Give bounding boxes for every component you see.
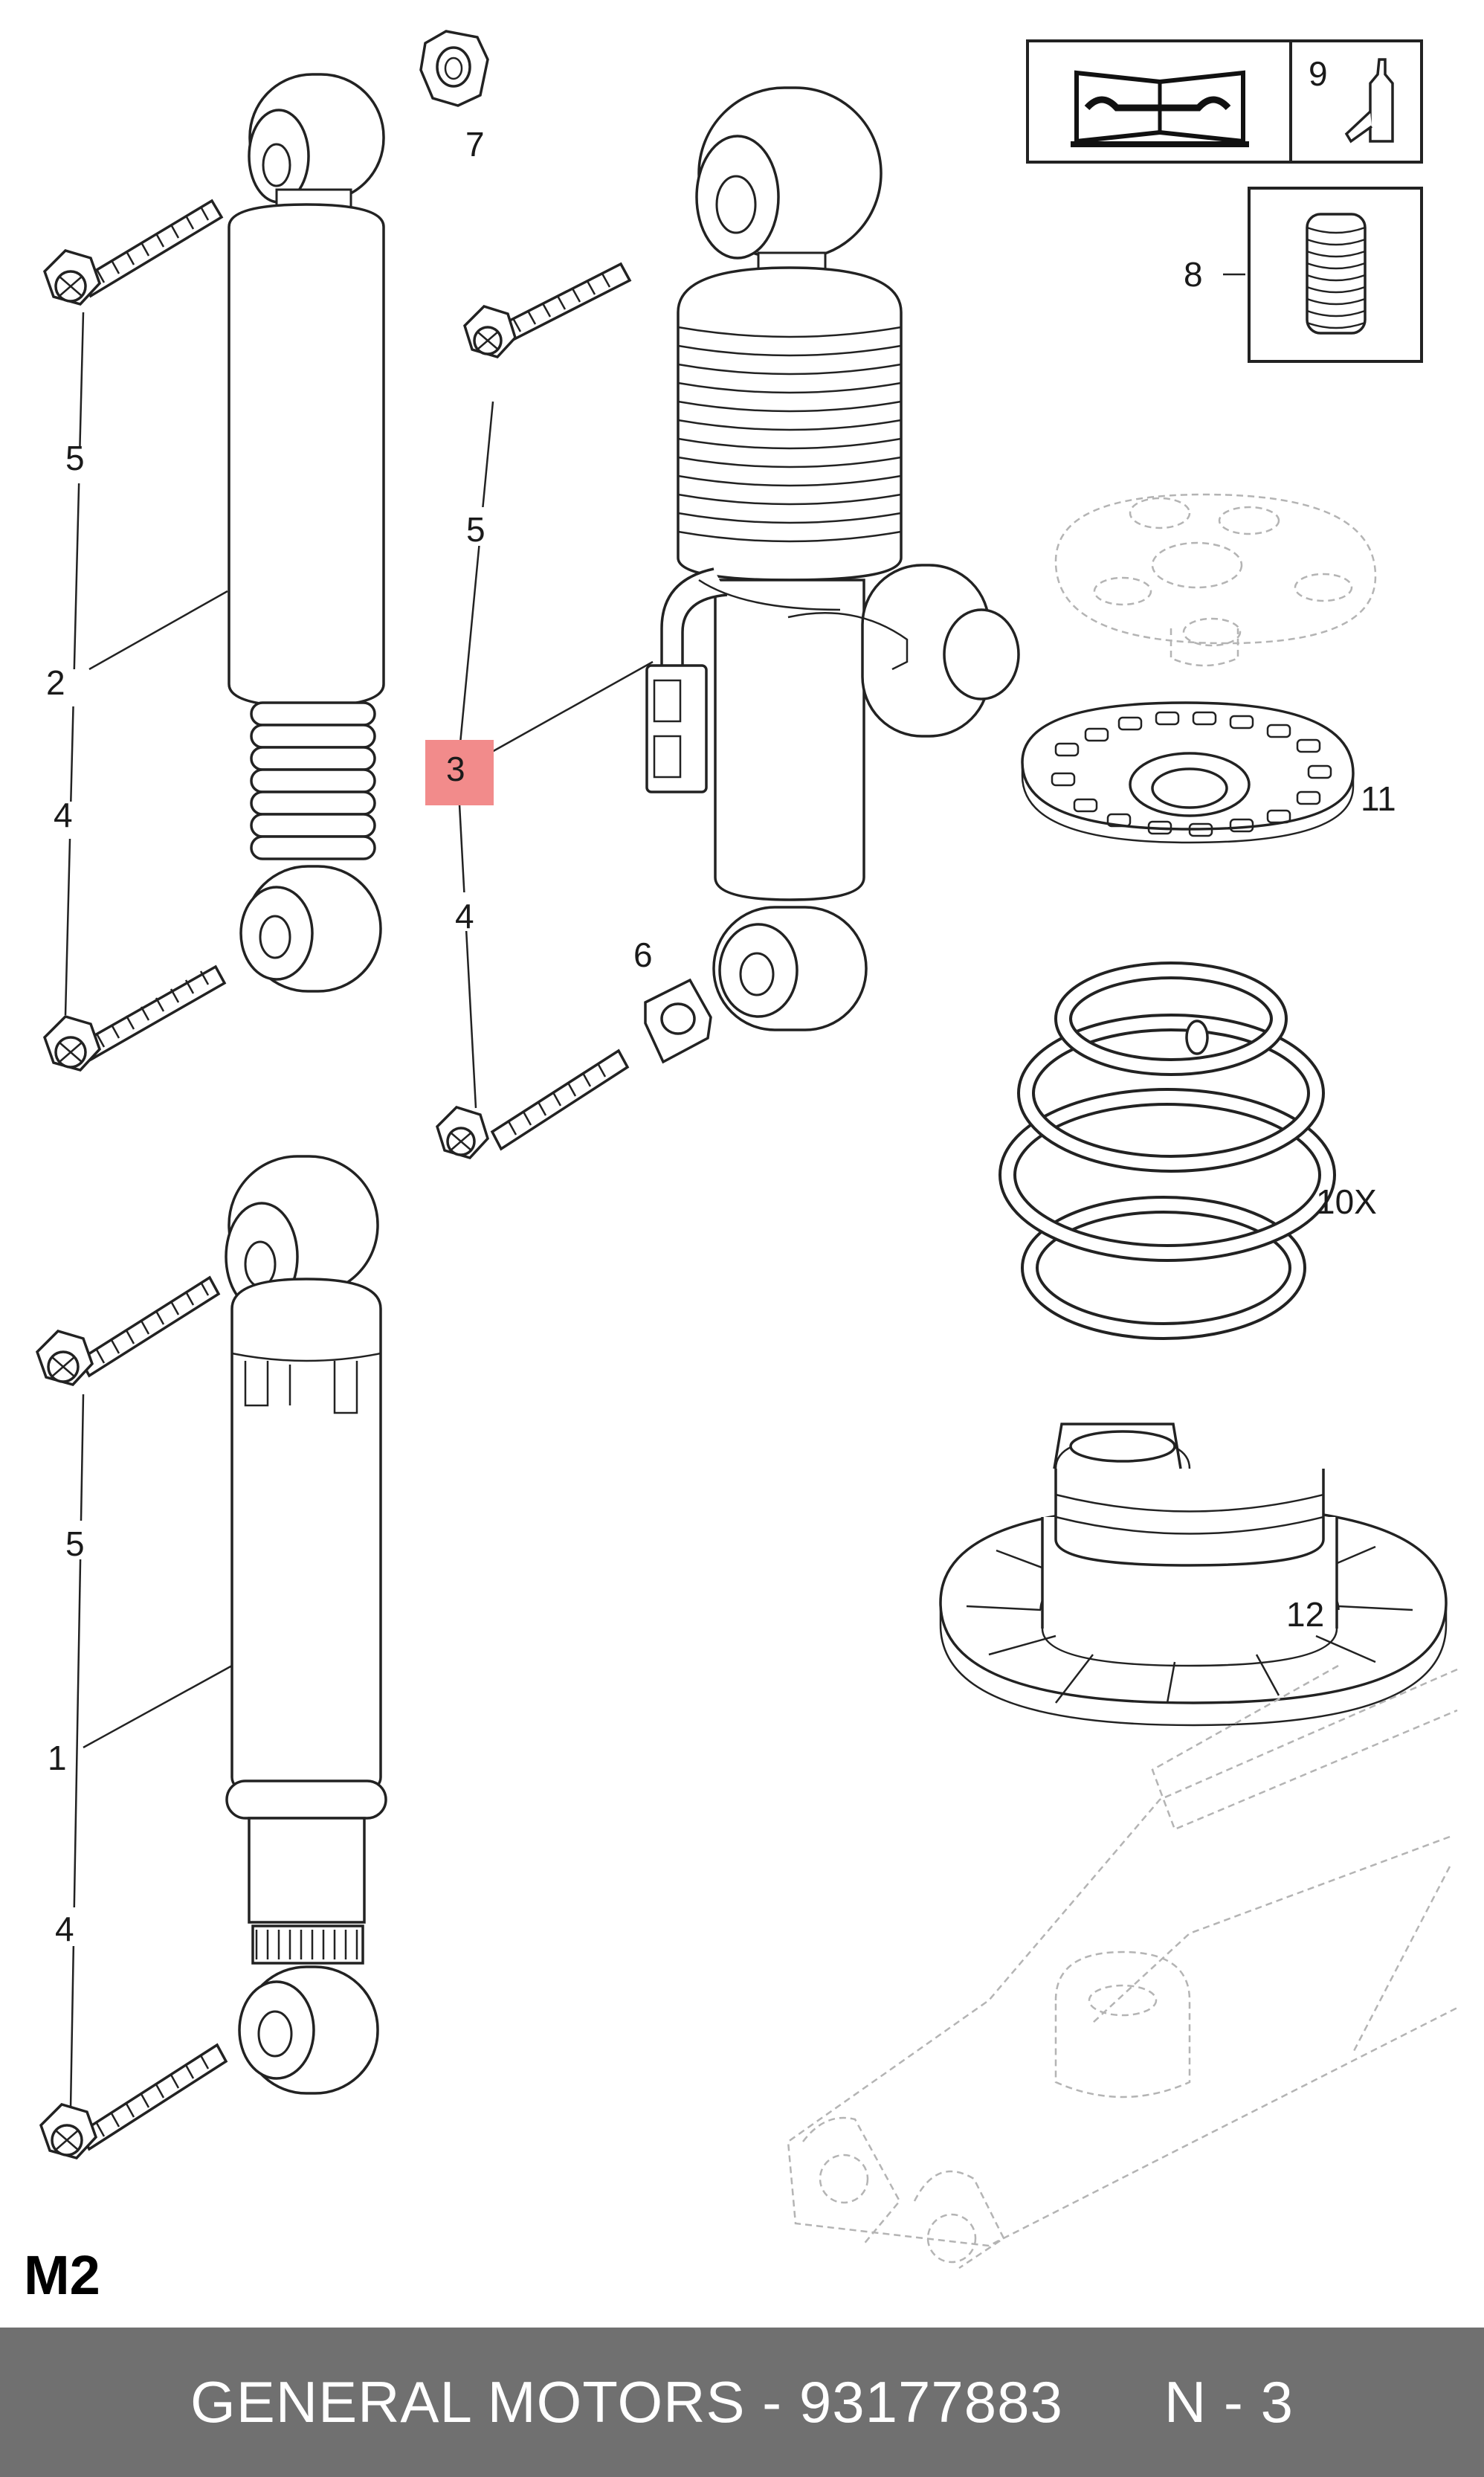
callout-11: 11 — [1361, 779, 1396, 818]
spring-seat-part — [1021, 701, 1355, 844]
callout-9: 9 — [1309, 54, 1328, 93]
callout-5-left-lower: 5 — [65, 1524, 85, 1563]
callout-2-text: 2 — [46, 663, 65, 702]
footer-text: GENERAL MOTORS - 93177883 N - 3 — [190, 2368, 1294, 2436]
parts-diagram: 9 8 7 — [24, 30, 1458, 2306]
footer-page-ref: N - 3 — [1164, 2369, 1294, 2435]
callout-4-left-upper-text: 4 — [54, 796, 73, 834]
bump-stop-part — [939, 1423, 1448, 1727]
callout-7: 7 — [465, 125, 485, 164]
footer-separator: - — [745, 2369, 799, 2435]
shock-absorber-1 — [225, 1155, 387, 2095]
spring-pad-box — [1223, 187, 1423, 363]
screw-4-center — [436, 1049, 630, 1159]
manual-info-box: 9 — [1026, 39, 1423, 164]
spring-pad-part — [1306, 213, 1367, 335]
callout-12: 12 — [1286, 1595, 1324, 1634]
callout-4-center: 4 — [455, 897, 474, 935]
footer-spacer — [1063, 2369, 1164, 2435]
washer-part — [644, 978, 712, 1064]
callout-8: 8 — [1184, 255, 1203, 294]
screw-4-mid-left — [42, 964, 227, 1072]
screw-5-lower-left — [35, 1275, 221, 1386]
callout-4-left-lower: 4 — [55, 1910, 74, 1948]
nut-part — [419, 30, 489, 107]
callout-6: 6 — [633, 935, 653, 974]
screw-4-lower-left — [39, 2043, 228, 2159]
footer-bar: GENERAL MOTORS - 93177883 N - 3 — [0, 2328, 1484, 2477]
footer-part-number: 93177883 — [799, 2369, 1063, 2435]
rear-axle-ghost — [787, 1664, 1458, 2270]
callout-1: 1 — [48, 1739, 67, 1777]
footer-brand: GENERAL MOTORS — [190, 2369, 746, 2435]
section-code: M2 — [24, 2244, 100, 2306]
shock-absorber-2 — [228, 73, 385, 993]
repair-manual-icon — [1071, 70, 1249, 147]
screw-5-center — [463, 262, 632, 358]
oil-bottle-icon — [1344, 58, 1394, 144]
callout-5-center: 5 — [466, 510, 485, 549]
upper-mount-ghost — [1054, 493, 1377, 667]
callout-3: 3 — [446, 750, 465, 788]
coil-spring-part — [999, 962, 1336, 1411]
callout-3-highlight: 3 — [425, 740, 494, 805]
shock-absorber-3 — [645, 86, 1020, 1031]
callout-5-left-upper-text: 5 — [65, 439, 85, 477]
screw-5-upper-left — [42, 199, 224, 306]
callout-10x: 10X — [1316, 1182, 1377, 1221]
